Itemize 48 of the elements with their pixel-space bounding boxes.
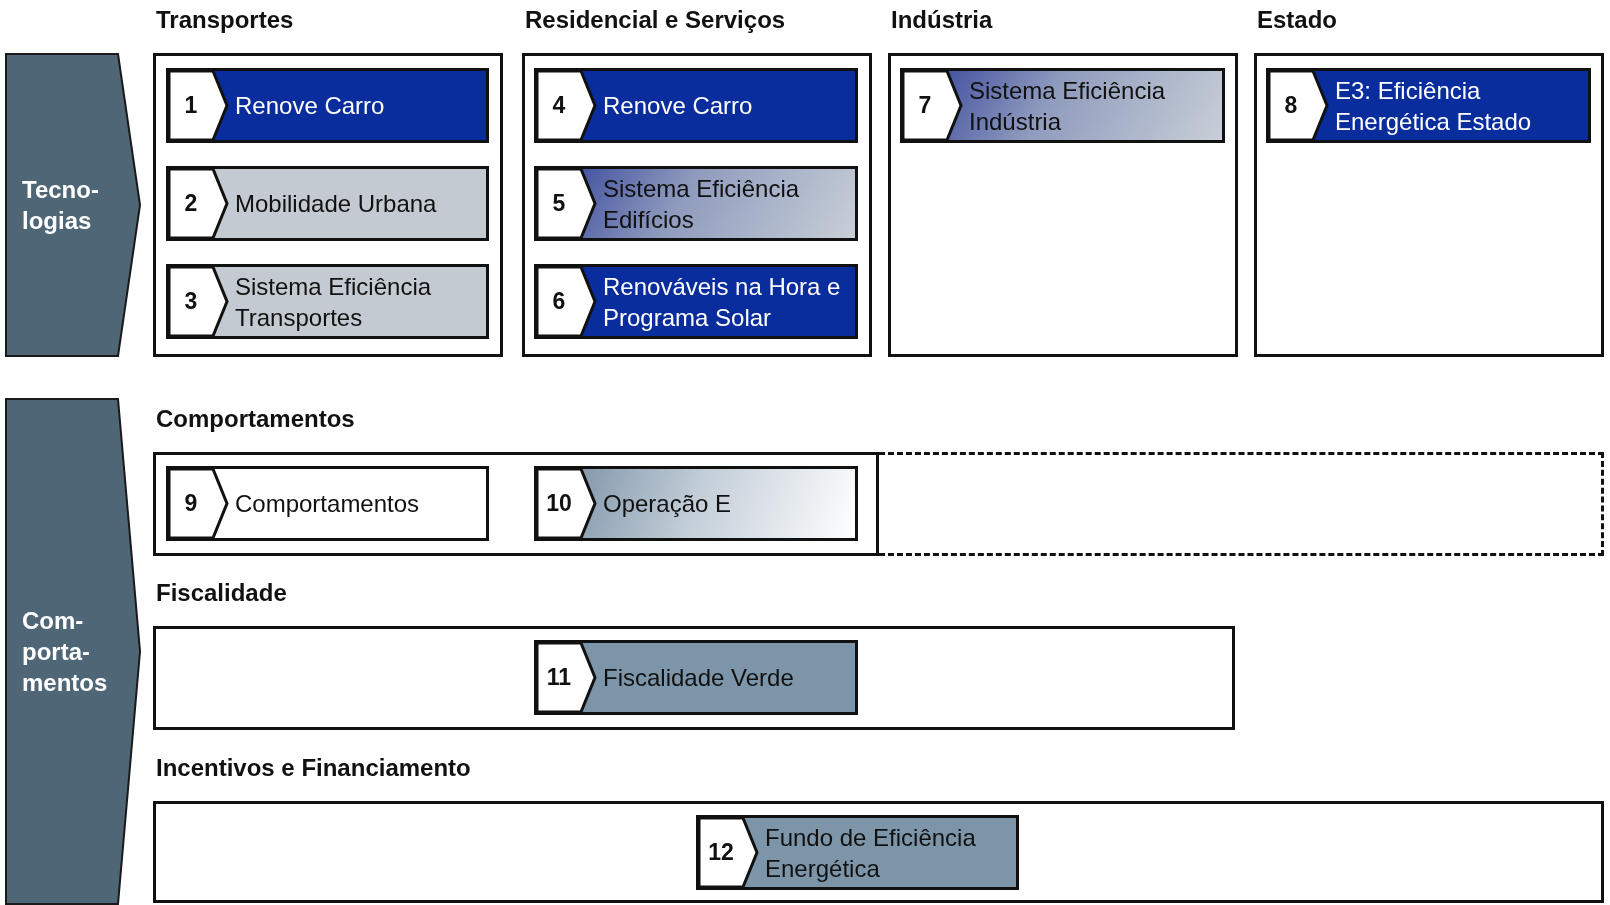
measure-number: 4 <box>551 92 567 119</box>
category-chevron <box>5 398 142 905</box>
measure-number: 2 <box>183 190 199 217</box>
group-heading: Fiscalidade <box>156 579 287 607</box>
measure-number: 5 <box>551 190 567 217</box>
measure-number: 9 <box>183 490 199 517</box>
measure-label: Renováveis na Hora e Programa Solar <box>603 271 842 333</box>
measure-number: 10 <box>545 490 573 517</box>
measure-number: 6 <box>551 288 567 315</box>
measure-number: 12 <box>707 839 735 866</box>
measure-box <box>166 166 489 241</box>
measure-label: E3: Eficiência Energética Estado <box>1335 75 1533 137</box>
measure-box <box>166 68 489 143</box>
measure-number: 3 <box>183 288 199 315</box>
category-label: Tecno- logias <box>22 175 100 236</box>
measure-label: Fundo de Eficiência Energética <box>765 822 977 884</box>
dashed-outline <box>879 452 1604 556</box>
measure-label: Renove Carro <box>603 91 753 121</box>
measure-number: 1 <box>183 92 199 119</box>
group-heading: Transportes <box>156 6 294 34</box>
measure-number: 8 <box>1283 92 1299 119</box>
category-chevron <box>5 53 142 357</box>
measure-box <box>1266 68 1591 143</box>
measure-label: Sistema Eficiência Transportes <box>235 271 433 333</box>
measure-label: Sistema Eficiência Edifícios <box>603 173 801 235</box>
measure-number: 7 <box>917 92 933 119</box>
measure-box <box>534 640 858 715</box>
measure-box <box>534 264 858 339</box>
measure-label: Operação E <box>603 489 732 519</box>
group-heading: Comportamentos <box>156 405 355 433</box>
measure-box <box>534 166 858 241</box>
measure-label: Comportamentos <box>235 489 420 519</box>
measure-box <box>166 466 489 541</box>
measure-box <box>696 815 1019 890</box>
measure-label: Renove Carro <box>235 91 385 121</box>
group-heading: Incentivos e Financiamento <box>156 754 471 782</box>
group-heading: Residencial e Serviços <box>525 6 786 34</box>
group-heading: Estado <box>1257 6 1337 34</box>
measure-label: Mobilidade Urbana <box>235 189 437 219</box>
category-label: Com- porta- mentos <box>22 606 109 698</box>
measure-box <box>534 466 858 541</box>
measure-number: 11 <box>545 664 573 691</box>
measure-box <box>534 68 858 143</box>
measure-box <box>900 68 1225 143</box>
measure-label: Fiscalidade Verde <box>603 663 794 693</box>
measure-label: Sistema Eficiência Indústria <box>969 75 1167 137</box>
measure-box <box>166 264 489 339</box>
group-heading: Indústria <box>891 6 993 34</box>
